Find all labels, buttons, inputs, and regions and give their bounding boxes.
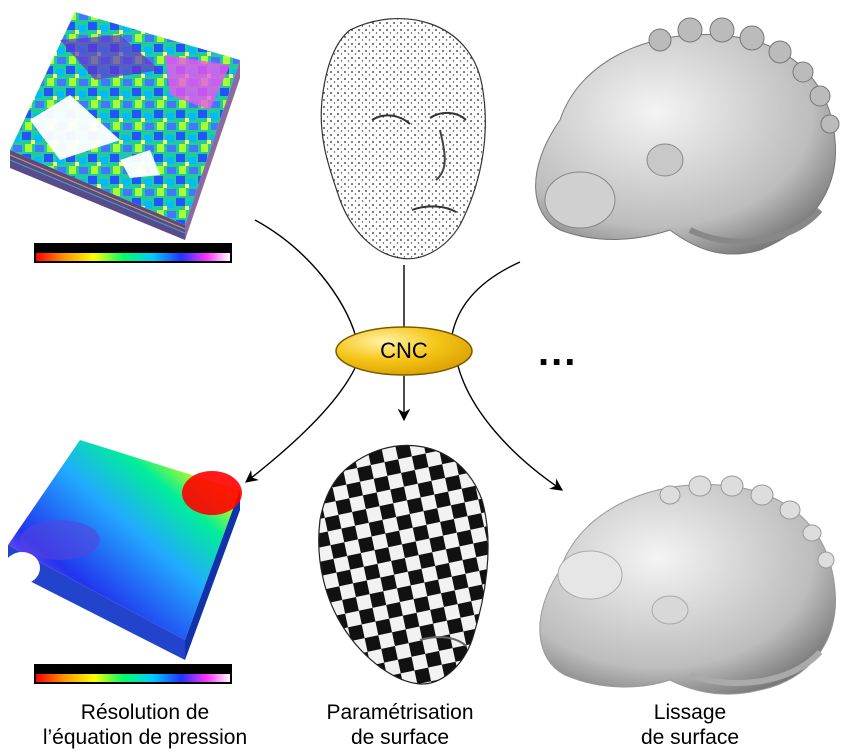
connector-top-right (451, 261, 521, 336)
caption-pressure: Résolution de l’équation de pression (0, 700, 290, 750)
caption-smoothing-line2: de surface (640, 726, 740, 749)
colorbar-bottom (34, 664, 232, 684)
dragon-smoothed-image (539, 475, 837, 695)
caption-parametrization: Paramétrisation de surface (300, 700, 500, 750)
caption-pressure-line1: Résolution de (80, 701, 210, 724)
caption-smoothing: Lissage de surface (560, 700, 820, 750)
cnc-hub-ellipse (335, 326, 473, 376)
more-ellipsis: ... (538, 330, 578, 374)
dragon-noisy-image (535, 17, 840, 255)
caption-smoothing-line1: Lissage (653, 701, 727, 724)
connector-top-left (254, 219, 357, 338)
cnc-hub-label: CNC (380, 338, 428, 363)
permeability-block-image (9, 12, 240, 240)
caption-parametrization-line1: Paramétrisation (326, 701, 474, 724)
pressure-solution-image (4, 440, 242, 660)
caption-parametrization-line2: de surface (350, 726, 450, 749)
colorbar-top (34, 243, 232, 263)
connectors (245, 219, 564, 491)
arrow-to-left (245, 365, 357, 483)
arrow-to-right (457, 365, 564, 491)
face-point-cloud-image (320, 18, 486, 260)
face-parametrization-image (318, 444, 489, 685)
caption-pressure-line2: l’équation de pression (42, 726, 248, 749)
